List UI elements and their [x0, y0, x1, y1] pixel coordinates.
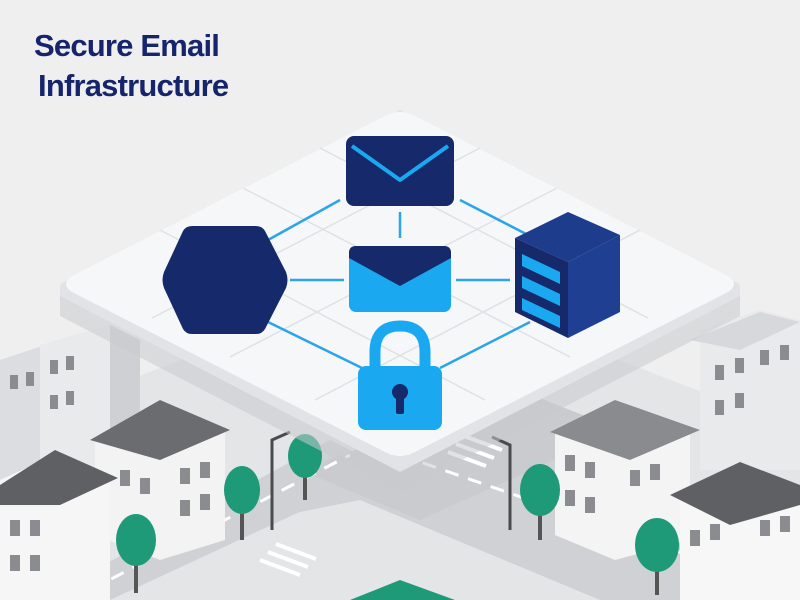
email-envelope-blue-icon — [349, 246, 451, 312]
trees — [116, 434, 679, 595]
title-line-2: Infrastructure — [38, 68, 229, 103]
tree — [224, 466, 260, 540]
connectors — [267, 198, 531, 370]
green-roof — [350, 580, 455, 600]
server-rack-icon — [515, 212, 620, 338]
tree — [116, 514, 156, 593]
title-line-1: Secure Email — [34, 28, 220, 63]
padlock-icon — [358, 320, 442, 430]
email-envelope-navy-icon — [346, 136, 454, 206]
tree — [520, 464, 560, 540]
buildings-left — [0, 325, 230, 600]
tree — [635, 518, 679, 595]
hexagon-node-icon — [162, 226, 288, 334]
page-title: Secure Email Infrastructure — [34, 26, 229, 106]
